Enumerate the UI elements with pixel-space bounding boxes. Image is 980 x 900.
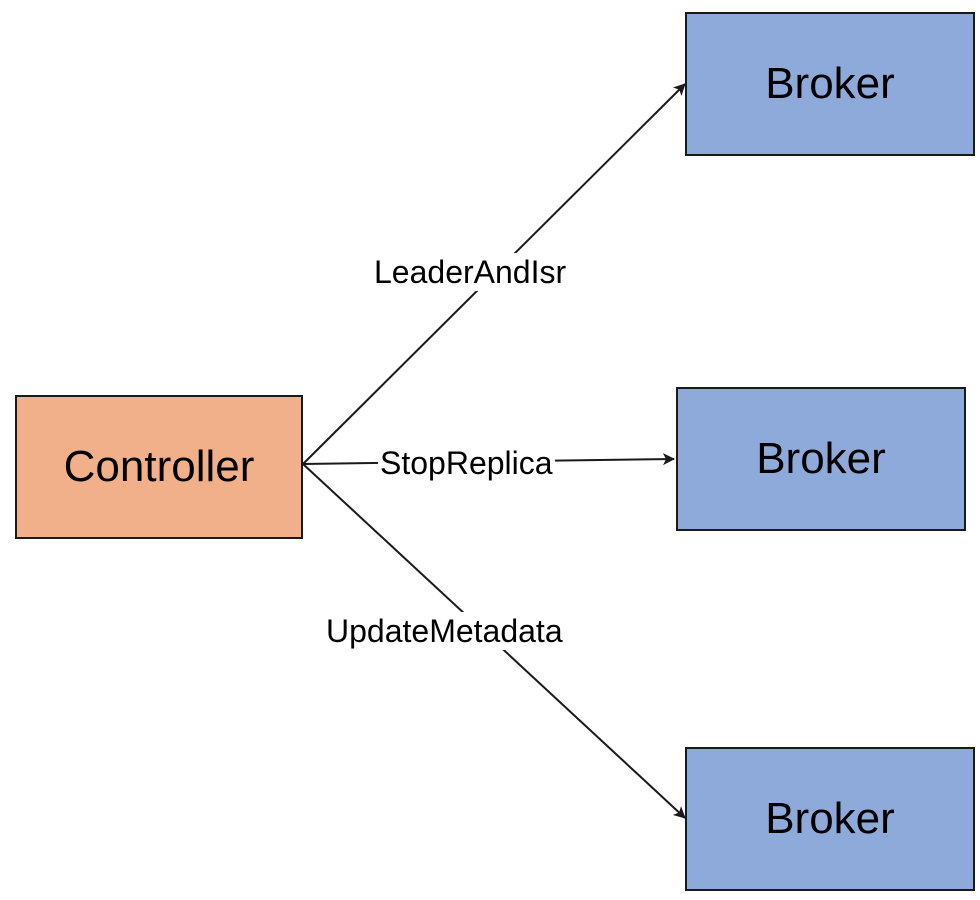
broker-label: Broker <box>765 794 895 843</box>
broker-node-top: Broker <box>685 12 975 156</box>
broker-label: Broker <box>756 434 886 483</box>
controller-label: Controller <box>63 442 255 491</box>
controller-node: Controller <box>15 395 303 539</box>
edge-label-update-metadata: UpdateMetadata <box>324 612 565 650</box>
edge-label-leader-and-isr: LeaderAndIsr <box>372 253 569 291</box>
edge-label-stop-replica: StopReplica <box>378 444 555 482</box>
broker-node-middle: Broker <box>676 387 966 531</box>
broker-node-bottom: Broker <box>685 747 975 891</box>
broker-label: Broker <box>765 59 895 108</box>
